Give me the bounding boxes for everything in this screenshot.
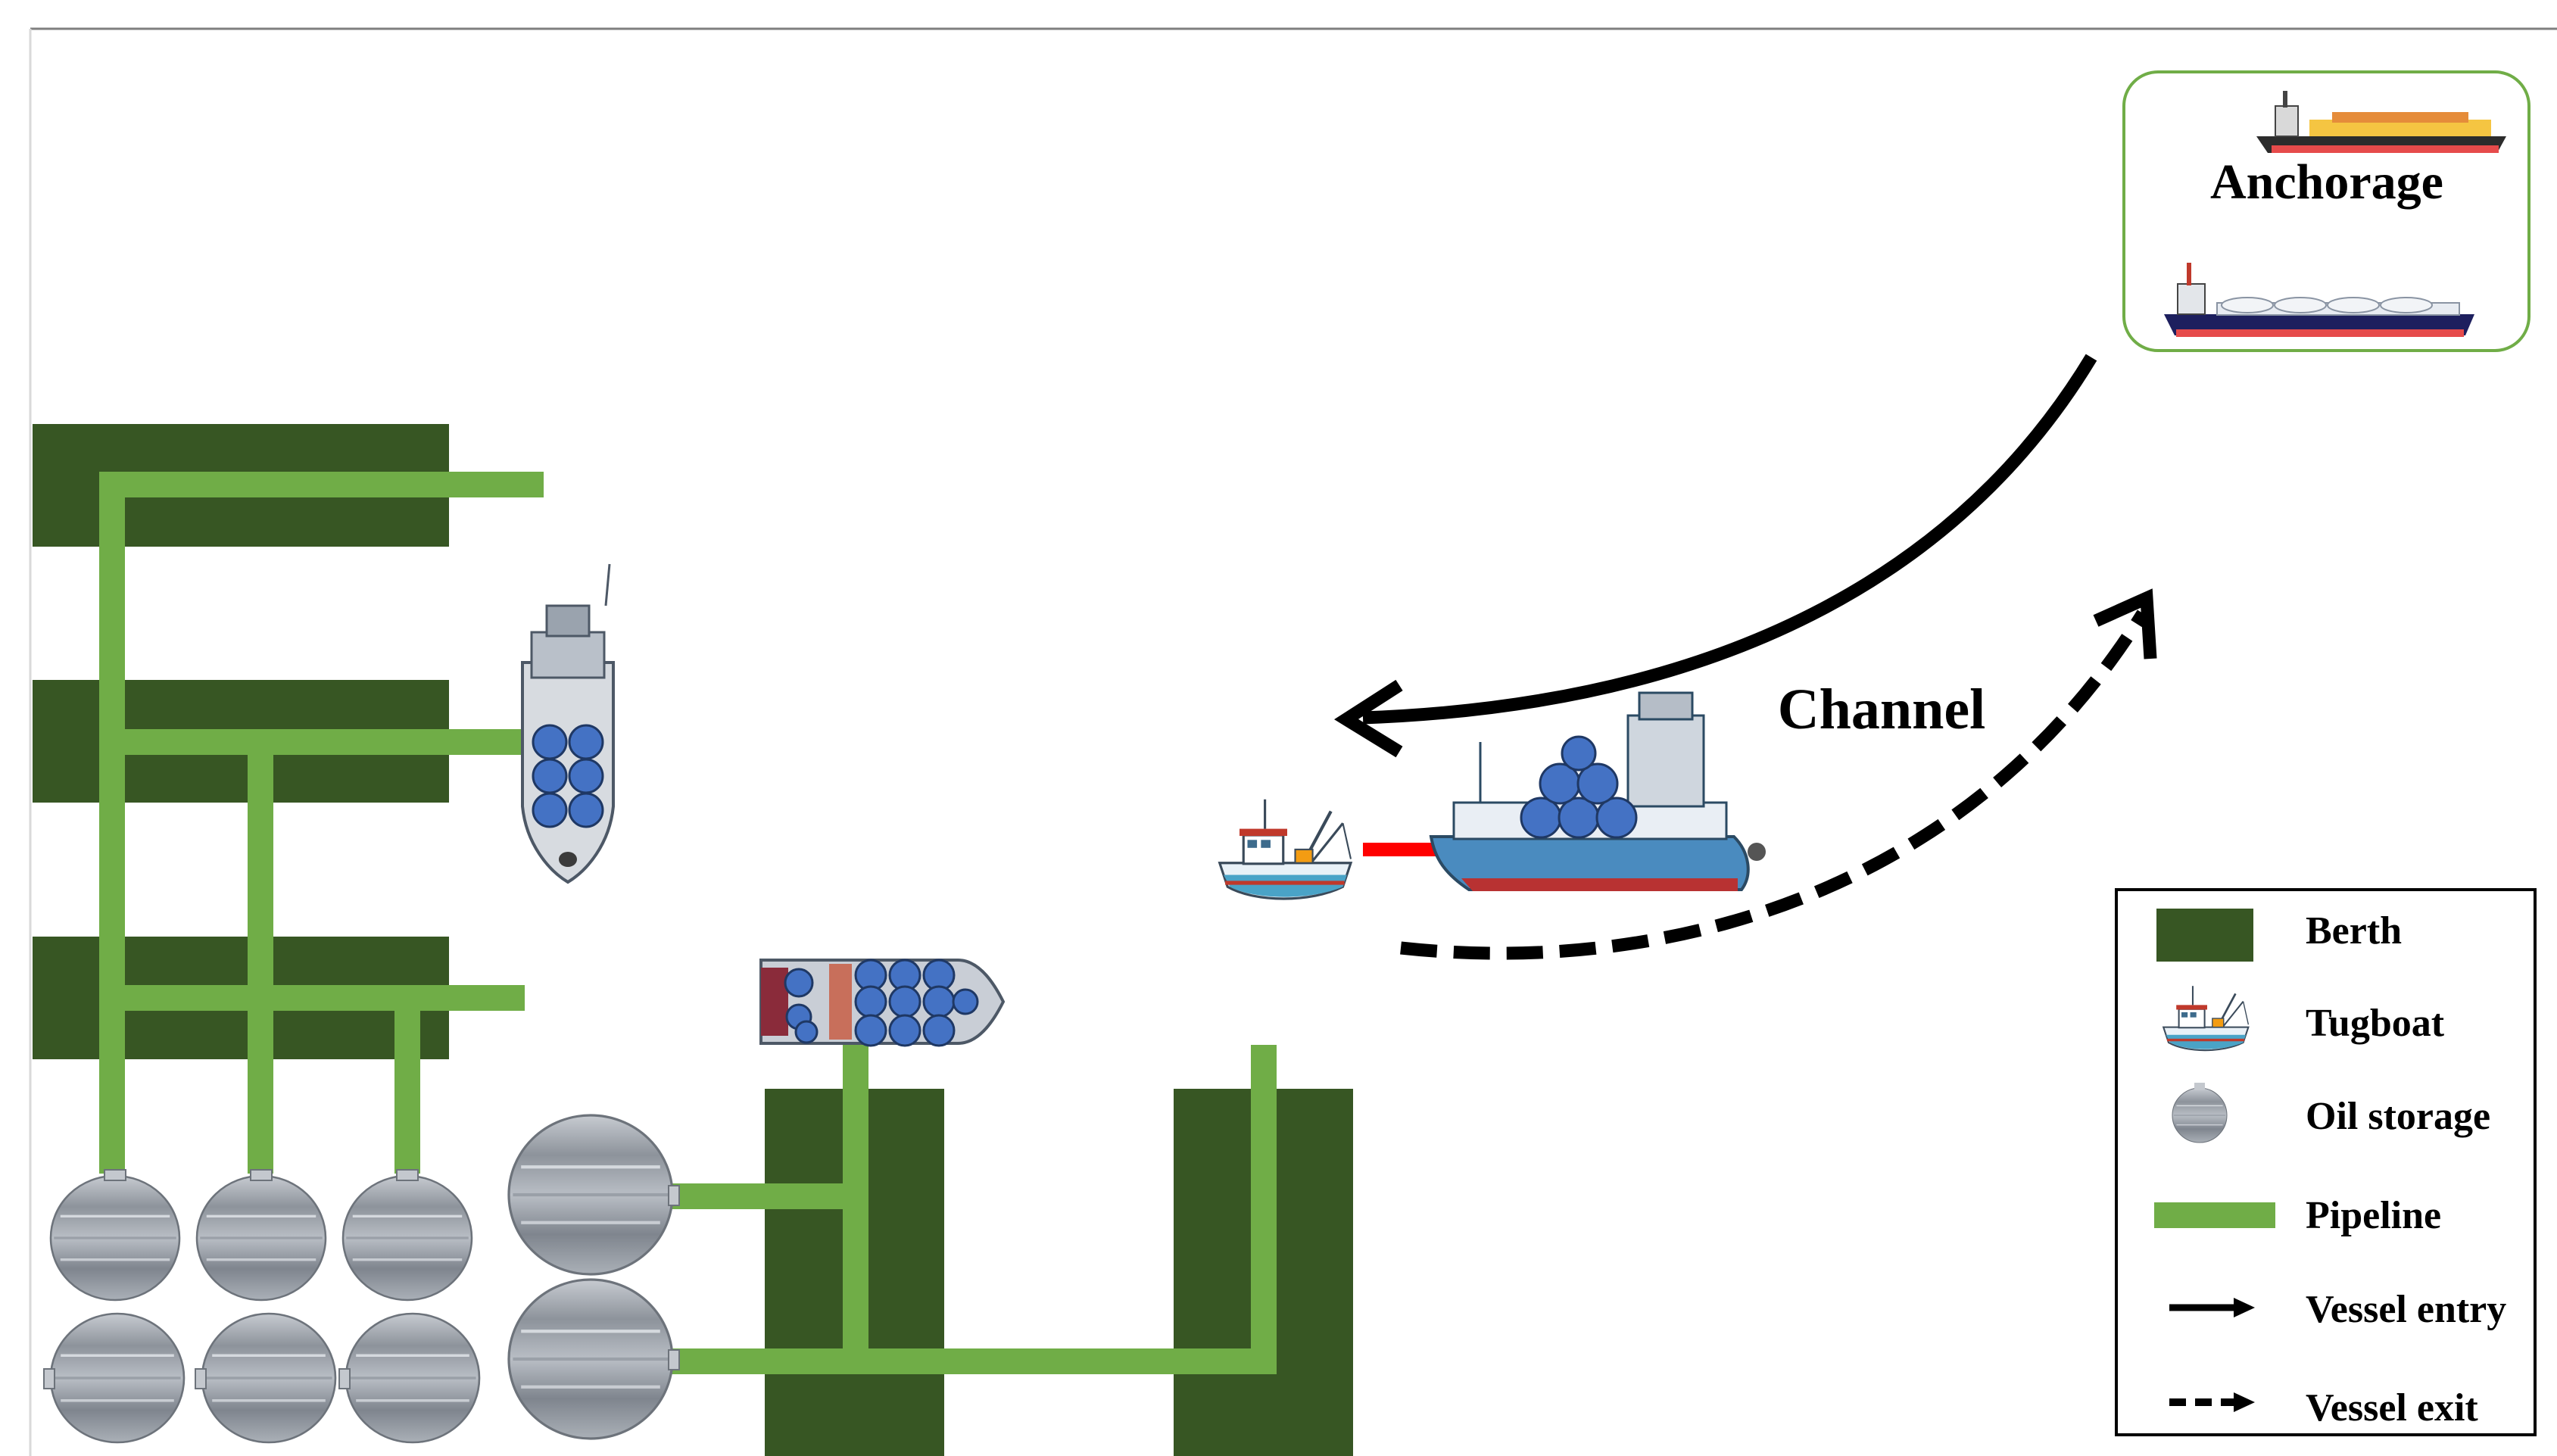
- oil-storage-tank-icon: [49, 1312, 186, 1444]
- legend-label-pipeline: Pipeline: [2306, 1194, 2441, 1237]
- channel-label: Channel: [1778, 678, 1986, 741]
- oil-storage-tank-icon: [345, 1312, 481, 1444]
- berths: [33, 424, 1353, 1456]
- pipelines: [99, 472, 1277, 1374]
- legend-label-vessel-exit: Vessel exit: [2306, 1386, 2478, 1429]
- lng-carrier-icon: [2256, 91, 2506, 153]
- tugboat-icon: [1220, 800, 1351, 899]
- vessel-at-berth: [521, 563, 615, 884]
- oil-storage-tank-icon: [195, 1174, 327, 1302]
- legend-label-tugboat: Tugboat: [2306, 1002, 2445, 1045]
- oil-storage-tank-icon: [49, 1174, 181, 1302]
- legend-box: [2115, 888, 2537, 1436]
- legend-label-oil-storage: Oil storage: [2306, 1095, 2490, 1138]
- oil-storage-tank-icon: [341, 1174, 473, 1302]
- oil-storage-tank-icon: [201, 1312, 337, 1444]
- oil-storage-tank-icon: [2172, 1087, 2228, 1143]
- legend-entry-arrow: [2169, 1298, 2255, 1317]
- legend-label-berth: Berth: [2306, 909, 2402, 952]
- anchorage-label: Anchorage: [2210, 154, 2443, 210]
- oil-storage-tanks: [43, 1115, 680, 1444]
- vessel-entry-arrow: [1334, 354, 2097, 758]
- vessel-at-berth-4: [759, 959, 1006, 1047]
- lng-carrier-icon: [2164, 263, 2474, 337]
- vessel-exit-arrow: [1400, 588, 2157, 960]
- legend: Berth Tugboat Oil storage Pipeline Vesse…: [2115, 888, 2537, 1436]
- cargo-vessel-icon: [1429, 691, 1766, 891]
- oil-storage-tank-icon: [509, 1280, 672, 1439]
- legend-exit-arrow: [2169, 1392, 2255, 1412]
- anchorage-area: Anchorage: [2122, 70, 2530, 352]
- oil-storage-tank-icon: [509, 1115, 672, 1274]
- towing-group: [1220, 691, 1766, 899]
- legend-label-vessel-entry: Vessel entry: [2306, 1288, 2506, 1331]
- legend-berth-swatch: [2156, 909, 2253, 962]
